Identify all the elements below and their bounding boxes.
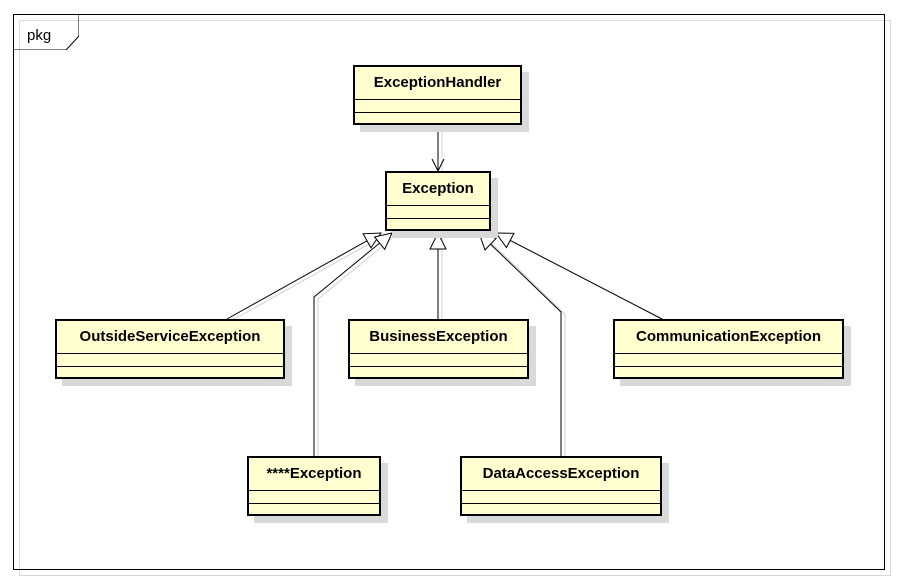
frame-label: pkg <box>27 27 52 44</box>
data-access-exception-relation-shadow <box>482 234 566 458</box>
frame-tab <box>13 14 79 50</box>
communication-exception-generalization-line <box>509 239 663 320</box>
attributes-compartment-divider <box>249 490 379 491</box>
operations-compartment-divider <box>57 366 283 367</box>
class-exception-handler[interactable]: ExceptionHandler <box>353 65 522 125</box>
class-name: OutsideServiceException <box>79 328 261 345</box>
class-outside-service-exception[interactable]: OutsideServiceException <box>55 319 285 379</box>
masked-exception-generalization-line <box>313 242 380 456</box>
masked-exception-generalization-arrowhead <box>373 232 393 251</box>
class-name: ****Exception <box>266 465 362 482</box>
outside-service-exception-generalization-line <box>226 240 368 320</box>
class-name: CommunicationException <box>635 328 822 345</box>
attributes-compartment-divider <box>387 205 489 206</box>
frame-shadow <box>19 20 891 576</box>
class-data-access-exception[interactable]: DataAccessException <box>460 456 662 516</box>
data-access-exception-generalization-line <box>490 243 562 456</box>
operations-compartment-divider <box>249 503 379 504</box>
masked-exception-relation-shadow <box>317 234 397 458</box>
attributes-compartment-divider <box>350 353 527 354</box>
class-exception[interactable]: Exception <box>385 171 491 231</box>
operations-compartment-divider <box>615 366 842 367</box>
operations-compartment-divider <box>462 503 660 504</box>
class-name: BusinessException <box>369 328 508 345</box>
attributes-compartment-divider <box>615 353 842 354</box>
class-communication-exception[interactable]: CommunicationException <box>613 319 844 379</box>
operations-compartment-divider <box>350 366 527 367</box>
class-name: ExceptionHandler <box>373 74 502 91</box>
attributes-compartment-divider <box>57 353 283 354</box>
class-name: DataAccessException <box>482 465 640 482</box>
operations-compartment-divider <box>387 218 489 219</box>
package-frame <box>13 14 885 570</box>
outside-service-exception-relation-shadow <box>230 234 386 322</box>
class-masked-exception[interactable]: ****Exception <box>247 456 381 516</box>
attributes-compartment-divider <box>355 99 520 100</box>
class-business-exception[interactable]: BusinessException <box>348 319 529 379</box>
operations-compartment-divider <box>355 112 520 113</box>
class-name: Exception <box>402 180 474 197</box>
attributes-compartment-divider <box>462 490 660 491</box>
